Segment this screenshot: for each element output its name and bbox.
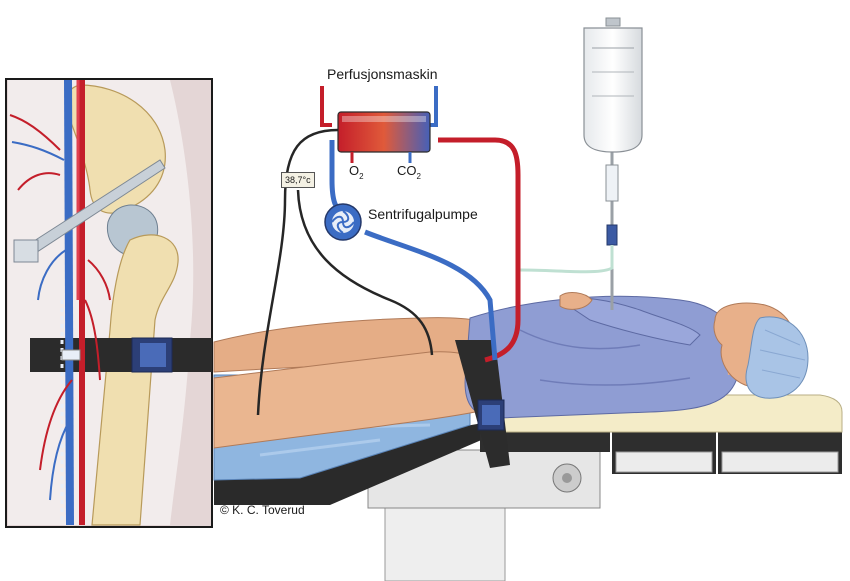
cable-1 (256, 128, 339, 416)
femoral-vein (64, 79, 74, 526)
drip-chamber (605, 164, 619, 202)
perfusion-machine-label: Perfusjonsmaskin (327, 66, 438, 82)
iv-stand (519, 17, 643, 310)
inset-strap (30, 338, 212, 372)
cable-2 (296, 189, 434, 356)
oxygen-label: O2 (349, 163, 364, 181)
anatomy-inset (5, 78, 213, 528)
carbon-dioxide-label: CO2 (397, 163, 421, 181)
perfusion-circuit (256, 86, 521, 416)
arterial-line (438, 137, 521, 363)
thigh-tourniquet (455, 340, 510, 468)
patient-arm (558, 297, 701, 346)
temperature-display: 38,7°c (281, 172, 315, 188)
table-top-left (214, 420, 500, 505)
iv-clamp (606, 224, 618, 246)
surgical-cap (745, 316, 809, 399)
oxygenator (337, 111, 431, 153)
centrifugal-pump-label: Sentrifugalpumpe (368, 206, 478, 222)
iv-bag (583, 27, 643, 153)
table-top-mid (480, 430, 610, 452)
copyright-label: © K. C. Toverud (220, 503, 305, 517)
iv-line (519, 245, 614, 274)
centrifugal-pump-icon (324, 203, 362, 241)
table-base (384, 504, 506, 581)
patient-hand (559, 292, 593, 310)
femur-bone (91, 234, 179, 526)
